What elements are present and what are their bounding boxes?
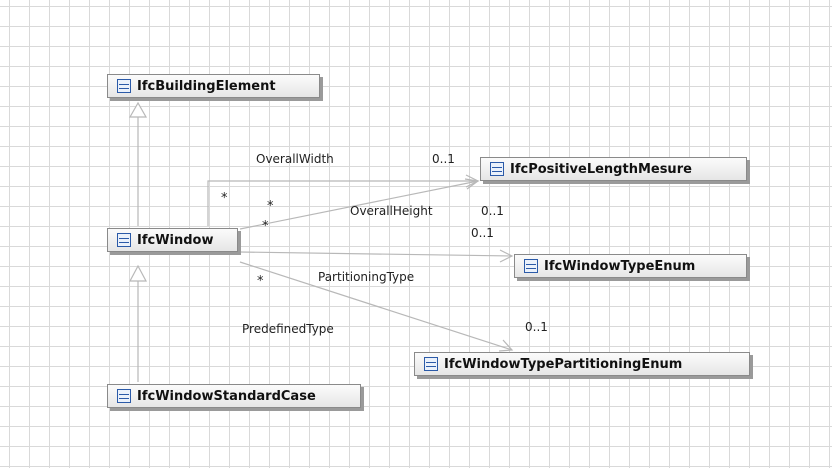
class-icon — [117, 233, 131, 247]
assoc-partitioning-type-line[interactable] — [239, 251, 513, 257]
class-ifc-building-element[interactable]: IfcBuildingElement — [107, 74, 320, 98]
role-overall-width: OverallWidth — [256, 152, 334, 166]
assoc-overall-width-line[interactable] — [207, 180, 478, 226]
class-name: IfcPositiveLengthMesure — [510, 161, 692, 177]
generalization-arrowhead-window — [129, 264, 147, 282]
generalization-arrowhead-building-element — [128, 101, 148, 118]
class-ifc-window-standard-case[interactable]: IfcWindowStandardCase — [107, 384, 361, 408]
class-name: IfcWindow — [137, 232, 214, 248]
mult-predefined-type-target: 0..1 — [525, 320, 548, 334]
class-name: IfcWindowTypePartitioningEnum — [444, 356, 683, 372]
assoc-predefined-type-line[interactable] — [239, 261, 513, 351]
mult-overall-width-target: 0..1 — [432, 152, 455, 166]
class-ifc-window-type-partitioning-enum[interactable]: IfcWindowTypePartitioningEnum — [414, 352, 750, 376]
class-ifc-window-type-enum[interactable]: IfcWindowTypeEnum — [514, 254, 747, 278]
assoc-predefined-type-arrowhead — [498, 339, 514, 352]
class-name: IfcBuildingElement — [137, 78, 276, 94]
mult-overall-height-source: * — [267, 199, 274, 214]
class-ifc-positive-length-mesure[interactable]: IfcPositiveLengthMesure — [480, 157, 747, 181]
mult-partitioning-type-target: 0..1 — [471, 226, 494, 240]
class-icon — [490, 162, 504, 176]
class-name: IfcWindowStandardCase — [137, 388, 316, 404]
class-name: IfcWindowTypeEnum — [544, 258, 696, 274]
class-icon — [117, 389, 131, 403]
class-icon — [424, 357, 438, 371]
assoc-partitioning-type-arrowhead — [499, 249, 514, 263]
class-icon — [524, 259, 538, 273]
mult-overall-height-target: 0..1 — [481, 204, 504, 218]
class-ifc-window[interactable]: IfcWindow — [107, 228, 238, 252]
mult-partitioning-type-source: * — [262, 219, 269, 234]
role-partitioning-type: PartitioningType — [318, 270, 415, 284]
assoc-overall-height-line[interactable] — [239, 180, 479, 230]
mult-overall-width-source: * — [221, 191, 228, 206]
class-icon — [117, 79, 131, 93]
assoc-overall-height-arrowhead — [464, 178, 480, 190]
mult-predefined-type-source: * — [257, 274, 264, 289]
role-predefined-type: PredefinedType — [242, 322, 334, 336]
role-overall-height: OverallHeight — [350, 204, 433, 218]
